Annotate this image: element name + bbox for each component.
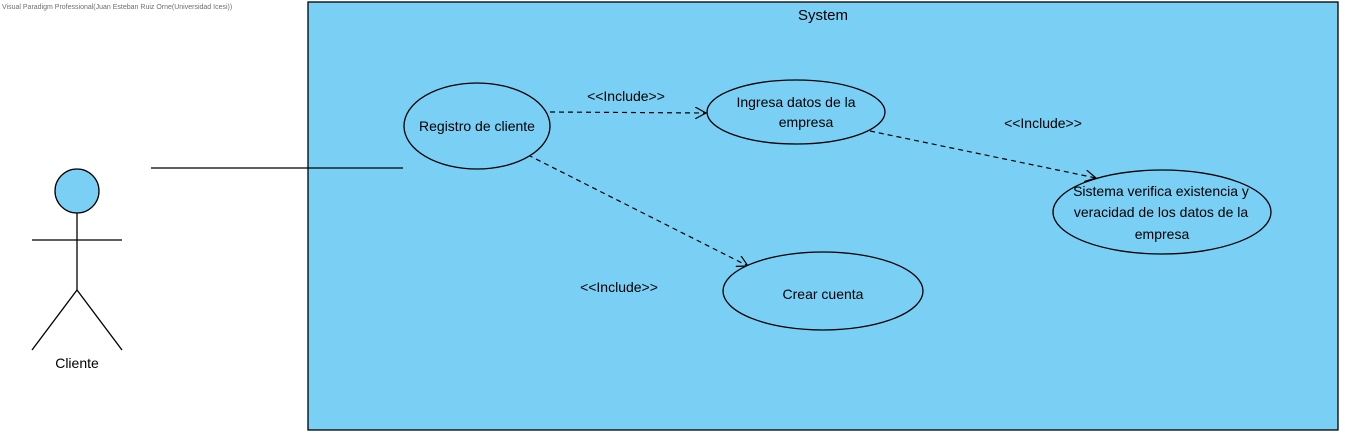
watermark-text: Visual Paradigm Professional(Juan Esteba… [2,4,232,11]
use-case-label-line-1: Ingresa datos de la [736,94,855,110]
use-case-ellipse[interactable] [722,251,924,331]
actor-left-leg [31,289,78,351]
use-case-label: Crear cuenta [783,286,864,302]
include-arrow-ingresa-verifica[interactable] [869,130,1096,178]
include-label-3: <<Include>> [580,279,658,295]
use-case-ellipse[interactable] [1052,169,1272,255]
use-case-label-line-3: empresa [1135,226,1190,242]
use-case-ellipse[interactable] [706,79,886,145]
actor-head-icon [54,168,100,214]
actor-cliente[interactable]: Cliente [31,168,123,371]
use-case-label-line-1: Sistema verifica existencia y [1073,183,1249,199]
use-case-label-line-2: veracidad de los datos de la [1074,204,1249,220]
use-case-ellipse[interactable] [403,82,551,170]
use-case-label-line-2: empresa [779,114,834,130]
include-label-2: <<Include>> [1004,115,1082,131]
actor-label: Cliente [55,355,99,371]
use-case-crear-cuenta[interactable]: Crear cuenta [722,251,924,331]
include-arrow-registro-ingresa[interactable] [549,112,706,113]
use-case-ingresa-datos[interactable]: Ingresa datos de la empresa [706,79,886,145]
use-case-sistema-verifica[interactable]: Sistema verifica existencia y veracidad … [1052,169,1272,255]
actor-right-leg [76,289,123,351]
system-title: System [798,7,848,24]
use-case-label: Registro de cliente [419,118,535,134]
include-label-1: <<Include>> [587,88,665,104]
use-case-registro-de-cliente[interactable]: Registro de cliente [403,82,551,170]
